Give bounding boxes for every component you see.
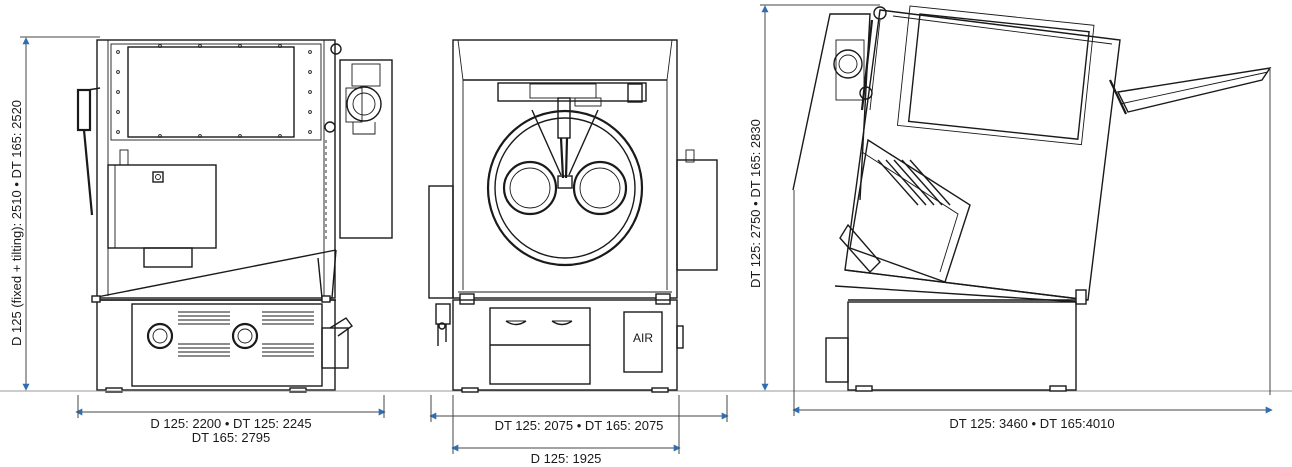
blower-motor xyxy=(339,59,393,239)
tilt-cylinder-left xyxy=(76,87,101,216)
view3-width-label: DT 125: 3460 • DT 165:4010 xyxy=(949,416,1114,431)
view1-width-label-2: DT 165: 2795 xyxy=(192,430,271,445)
view1-width-label: D 125: 2200 • DT 125: 2245 xyxy=(150,416,311,431)
loading-door xyxy=(1109,67,1272,115)
upper-housing xyxy=(96,39,336,299)
air-label: AIR xyxy=(633,331,653,345)
window-bolts xyxy=(116,44,312,138)
inspection-window xyxy=(127,46,295,138)
air-panel: AIR xyxy=(623,311,663,373)
tilted-base xyxy=(847,301,1077,391)
view2-width-lower-label: D 125: 1925 xyxy=(531,451,602,466)
drum xyxy=(486,109,644,267)
tilted-drum-body xyxy=(844,9,1121,301)
dimension-lines xyxy=(20,4,1273,454)
view2-width-upper-label: DT 125: 2075 • DT 165: 2075 xyxy=(495,418,664,433)
view1-height-label: D 125 (fixed + tilting): 2510 • DT 165: … xyxy=(9,100,24,346)
front-view: AIR xyxy=(428,39,718,393)
view3-height-label: DT 125: 2750 • DT 165: 2830 xyxy=(748,119,763,288)
front-housing xyxy=(452,39,678,299)
side-view xyxy=(76,39,393,393)
door-actuator xyxy=(531,97,602,189)
base-frame xyxy=(96,299,353,393)
control-box xyxy=(107,164,217,268)
tilted-view xyxy=(792,5,1272,392)
